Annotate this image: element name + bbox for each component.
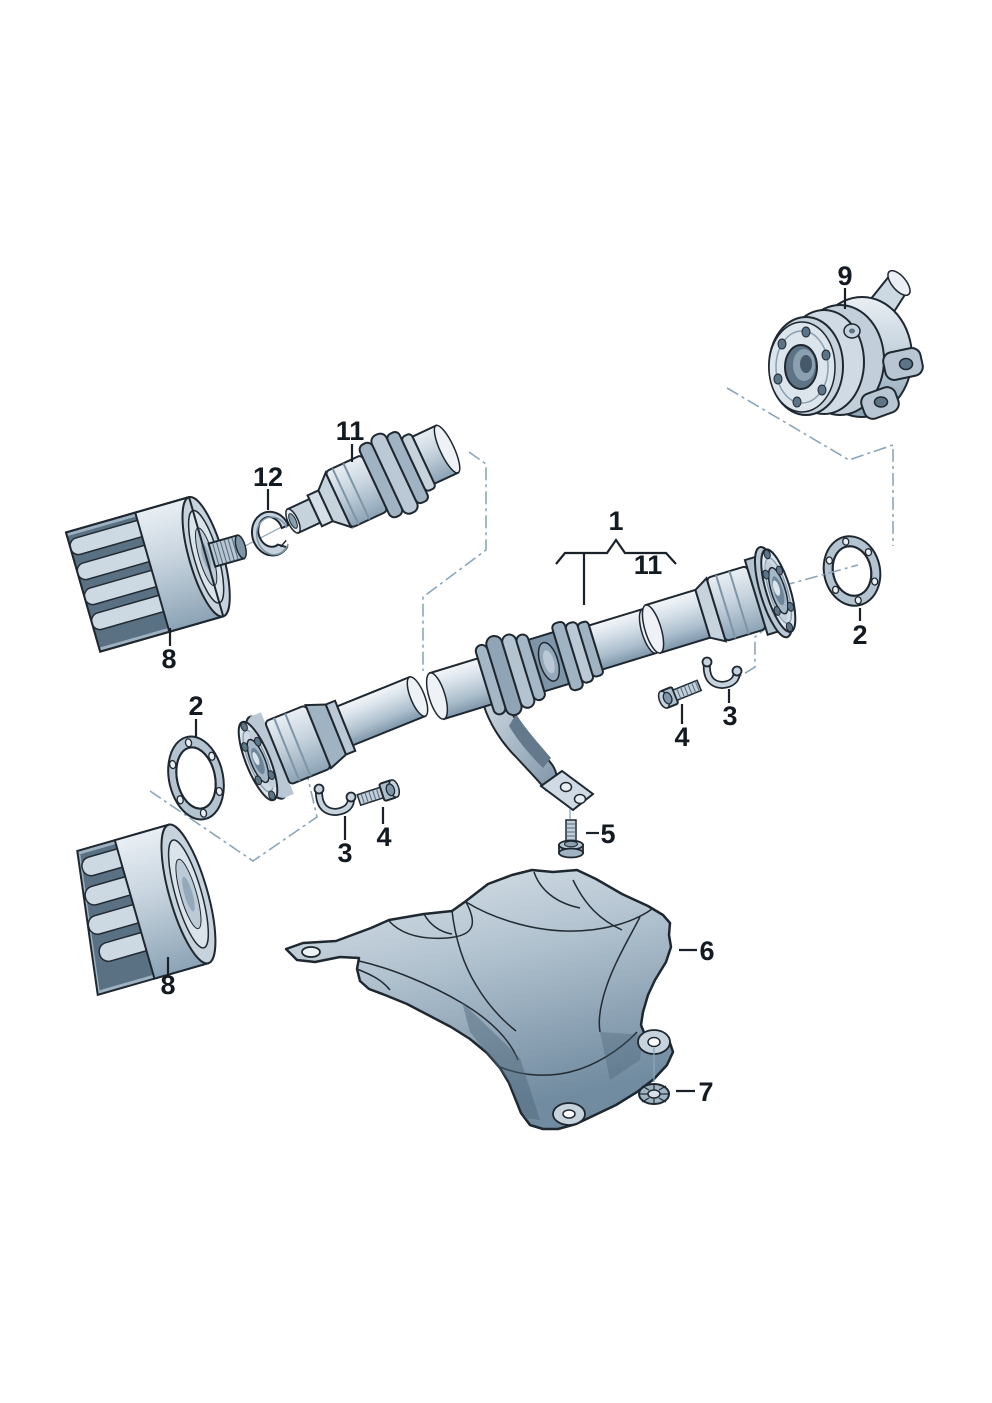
alignment-line-gasket-right [781,564,859,587]
bolt-socket [385,783,396,797]
gasket-holes [168,738,224,818]
part-3-clip-right [701,656,743,690]
part-7-speed-nut [638,1083,670,1105]
tube-cut-end [641,604,665,654]
part-8-bottom-gearbox-stub [76,823,217,997]
tube-cut-end [433,424,461,474]
part-label-4-right: 4 [674,722,689,752]
part-label-2-right: 2 [852,620,867,650]
part-label-12: 12 [253,462,283,492]
part-label-8-top: 8 [161,644,176,674]
part-label-11-bracket: 11 [634,550,663,580]
flange-bolt-holes [773,326,831,408]
part-5-bolt [558,819,584,859]
part-label-7: 7 [698,1077,713,1107]
part-label-5: 5 [600,819,615,849]
gasket-holes [825,537,879,605]
part-9-final-drive-flange [768,269,924,420]
callout-leaders [166,288,862,1093]
propshaft-rear-section [641,546,797,655]
part-label-9: 9 [837,261,852,291]
part-8-top-gearbox-stub [64,495,247,653]
heat-shield-outline [284,868,675,1131]
part-label-3-right: 3 [722,701,737,731]
part-label-2-left: 2 [188,691,203,721]
part-4-bolt-right [657,679,703,709]
cv-flange-holes [762,549,795,632]
bracket-part-1 [555,538,677,565]
part-4-bolt-left [356,779,401,807]
heat-shield-hole [562,1109,576,1119]
part-label-1: 1 [608,506,623,536]
part-label-11: 11 [336,416,365,446]
cv-flange-holes [240,721,276,801]
strap-inner-face [509,714,551,768]
part-2-gasket-left [167,735,225,821]
part-11-cv-joint [285,424,461,535]
joint-bore [288,513,298,529]
tube-cut-end [406,676,429,717]
part-6-heat-shield [284,868,675,1131]
tube-cut-end [425,672,449,720]
heat-shield-ridges [356,871,653,1076]
part-label-6: 6 [699,936,714,966]
construction-band-part11 [422,451,487,671]
center-bearing-bracket-strap [482,695,595,812]
construction-band-gasket-left [149,773,318,862]
bolt-socket [662,691,673,705]
part-label-4-left: 4 [376,822,391,852]
propshaft-front-section [237,675,429,802]
part-3-clip-left [313,783,357,817]
part-label-3-left: 3 [337,838,352,868]
part-label-8-bottom: 8 [160,970,175,1000]
part-2-gasket-right [822,535,882,607]
heat-shield-hole [647,1036,661,1048]
part-12-clamp [251,510,290,557]
heat-shield-hole [301,946,321,958]
